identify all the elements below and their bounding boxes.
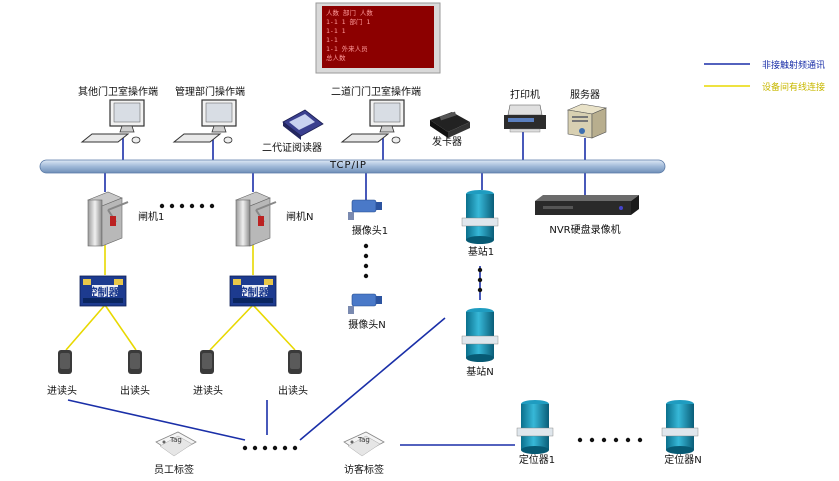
card-reader-in-1 <box>58 350 72 374</box>
label-controller-n: 控制器 <box>236 286 270 299</box>
label-card-issuer: 发卡器 <box>432 137 462 148</box>
led-board-line: 1-1 1 <box>326 27 346 35</box>
label-printer: 打印机 <box>510 90 540 101</box>
label-camera-1: 摄像头1 <box>351 226 389 237</box>
led-board-line: 1-1 <box>326 36 338 44</box>
staff-tag-text: Tag <box>170 436 182 444</box>
turnstile-gate-1 <box>87 191 129 247</box>
server-icon <box>566 103 608 139</box>
staff-tag-icon <box>155 431 197 457</box>
nvr-recorder-icon <box>535 195 639 215</box>
label-staff-tag: 员工标签 <box>154 465 194 476</box>
led-board-line: 总人数 <box>326 53 346 62</box>
base-station-n <box>461 308 499 362</box>
ellipsis-dots <box>159 203 643 451</box>
label-reader-out-2: 出读头 <box>278 386 308 397</box>
label-reader-in-1: 进读头 <box>47 386 77 397</box>
card-issuer-icon <box>430 111 470 138</box>
legend <box>704 63 750 87</box>
label-base-station-n: 基站N <box>466 367 494 378</box>
label-workstation-department: 管理部门操作端 <box>175 87 245 98</box>
locator-1 <box>516 400 554 454</box>
label-gate-n: 闸机N <box>286 212 314 223</box>
legend-rf-label: 非接触射频通讯 <box>762 61 826 71</box>
printer-icon <box>504 104 546 133</box>
label-server: 服务器 <box>570 90 600 101</box>
id-card-reader-icon <box>282 109 324 140</box>
legend-wired-label: 设备间有线连接 <box>762 83 826 93</box>
camera-1 <box>348 199 382 220</box>
led-board-line: 1-1 外来人员 <box>326 44 368 53</box>
led-board-line: 1-1 1 部门 1 <box>326 17 370 26</box>
visitor-tag-icon <box>343 431 385 457</box>
workstation-department <box>172 99 237 144</box>
card-reader-in-2 <box>200 350 214 374</box>
locator-n <box>661 400 699 454</box>
controller-board-n <box>229 275 277 307</box>
label-nvr: NVR硬盘录像机 <box>549 225 621 236</box>
label-id-reader: 二代证阅读器 <box>262 143 322 154</box>
label-locator-n: 定位器N <box>664 455 702 466</box>
workstation-other-gate <box>80 99 145 144</box>
workstation-second-gate <box>340 99 405 144</box>
label-reader-in-2: 进读头 <box>193 386 223 397</box>
label-visitor-tag: 访客标签 <box>344 465 384 476</box>
label-camera-n: 摄像头N <box>348 320 386 331</box>
label-base-station-1: 基站1 <box>467 247 495 258</box>
bus-label: TCP/IP <box>330 160 367 171</box>
label-locator-1: 定位器1 <box>518 455 556 466</box>
base-station-1 <box>461 190 499 244</box>
label-reader-out-1: 出读头 <box>120 386 150 397</box>
camera-n <box>348 293 382 314</box>
card-reader-out-2 <box>288 350 302 374</box>
controller-board-1 <box>79 275 127 307</box>
label-gate-1: 闸机1 <box>138 212 165 223</box>
visitor-tag-text: Tag <box>358 436 370 444</box>
led-board-line: 人数 部门 人数 <box>326 8 373 17</box>
label-workstation-second-gate: 二道门门卫室操作端 <box>331 87 421 98</box>
tcp-ip-bus <box>39 159 666 174</box>
turnstile-gate-n <box>235 191 277 247</box>
label-controller-1: 控制器 <box>86 286 120 299</box>
wired-links <box>65 245 296 351</box>
card-reader-out-1 <box>128 350 142 374</box>
label-workstation-other-gate: 其他门卫室操作端 <box>78 87 158 98</box>
rf-links <box>67 130 586 446</box>
